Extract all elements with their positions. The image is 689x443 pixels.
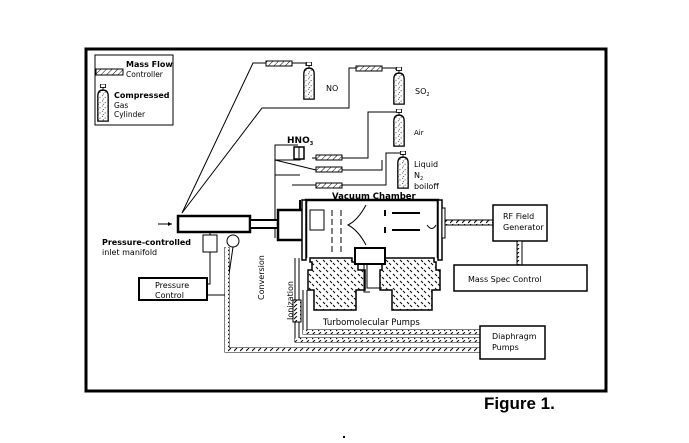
figure-caption: Figure 1.: [484, 394, 555, 413]
cylinder-ln2-icon: [397, 151, 409, 189]
gas-label-ln2-line3: boiloff: [414, 182, 439, 191]
mass-spec-control-label: Mass Spec Control: [468, 275, 542, 284]
pressure-control-box: [138, 277, 208, 301]
turbo-pumps-label: Turbomolecular Pumps: [322, 318, 420, 328]
ionization-label: Ionization: [286, 281, 295, 320]
figure-frame: [84, 47, 608, 393]
gas-label-ln2-line2: N2: [414, 171, 423, 182]
diaphragm-pumps-label-line1: Diaphragm: [492, 332, 537, 341]
pressure-control-label-line2: Control: [155, 291, 184, 300]
mfc-air: [315, 166, 343, 173]
legend-cyl-line1: Compressed: [114, 91, 170, 100]
rf-cable: [444, 219, 494, 226]
conversion-label: Conversion: [257, 255, 266, 300]
hose-fill-1b: [225, 348, 480, 352]
turbo-pump-right: [379, 257, 441, 311]
mfc-so2: [355, 65, 383, 72]
gas-label-ln2-line1: Liquid: [414, 160, 438, 169]
diaphragm-pumps-box: [479, 325, 546, 360]
inlet-manifold: [176, 214, 252, 234]
stray-dot: [343, 436, 345, 438]
mass-flow-controller-icon: [95, 68, 124, 76]
conversion-cell: [276, 208, 306, 242]
mass-spec-control-box: [453, 264, 588, 292]
pressure-valve: [202, 234, 218, 253]
rf-label-line1: RF Field: [503, 212, 534, 221]
gas-label-air: Air: [414, 129, 424, 137]
legend-mfc-line1: Mass Flow: [126, 60, 173, 69]
mfc-ln2: [315, 182, 343, 189]
turbo-pump-left: [307, 257, 366, 311]
control-cable: [516, 240, 523, 266]
mass-flow-controllers: [265, 60, 383, 189]
hose-fill-3: [303, 330, 480, 334]
legend-cyl-line3: Cylinder: [114, 110, 146, 119]
legend: Mass Flow Controller Compressed Gas Cyli…: [94, 54, 174, 126]
turbomolecular-pumps: Turbomolecular Pumps: [307, 247, 441, 328]
cylinder-so2-icon: [393, 67, 405, 105]
diaphragm-pumps-label-line2: Pumps: [492, 343, 519, 352]
hose-fill-1: [225, 248, 229, 352]
pressure-gauge-icon: [226, 234, 240, 248]
hose-coupler: [292, 299, 302, 323]
mfc-no: [265, 60, 293, 67]
legend-mfc-line2: Controller: [126, 70, 164, 79]
cylinder-air-icon: [393, 109, 405, 147]
vacuum-chamber-label: Vacuum Chamber: [332, 192, 417, 202]
mfc-hno3: [315, 154, 343, 161]
gas-label-hno3: HNO3: [287, 136, 314, 147]
gas-label-no: NO: [326, 84, 338, 93]
gas-label-so2: SO2: [415, 87, 430, 98]
rf-label-line2: Generator: [503, 223, 544, 232]
pressure-control-label-line1: Pressure: [155, 281, 189, 290]
inlet-manifold-label-line2: inlet manifold: [102, 248, 157, 257]
legend-cyl-line2: Gas: [114, 101, 128, 110]
vacuum-chamber: Vacuum Chamber: [301, 192, 446, 261]
inlet-manifold-label-line1: Pressure-controlled: [102, 238, 191, 247]
hose-fill-2: [295, 338, 480, 342]
manifold-outlet: [249, 219, 279, 229]
cylinder-no-icon: [303, 62, 315, 100]
